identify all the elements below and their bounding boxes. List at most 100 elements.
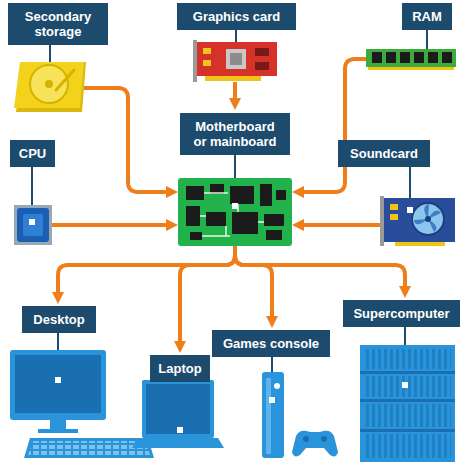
- monitor-screen: [15, 355, 101, 413]
- card-part: [255, 48, 269, 56]
- component-node: CPU: [14, 205, 52, 245]
- leader-dot: [407, 207, 413, 213]
- fan-hub: [425, 216, 431, 222]
- component-label: RAM: [402, 3, 452, 30]
- controller-button: [321, 436, 327, 442]
- cpu-pins: [14, 205, 52, 245]
- leader-dot: [269, 397, 275, 403]
- rack-divider: [360, 429, 455, 432]
- component-node: Secondary storage: [14, 62, 84, 114]
- card-fan: [412, 203, 444, 235]
- component-node: Games console: [212, 328, 342, 460]
- rack-unit: [364, 376, 451, 397]
- component-label: Games console: [212, 330, 330, 357]
- fan-blades: [414, 204, 441, 232]
- cpu-body: [17, 208, 49, 242]
- component-label: Graphics card: [177, 3, 296, 30]
- card-pins: [205, 76, 261, 81]
- games-console: [262, 372, 338, 458]
- board-chip: [266, 230, 282, 240]
- card-bracket: [380, 196, 384, 246]
- laptop-computer: [132, 380, 224, 448]
- leader-dot: [232, 203, 238, 209]
- connector-arrow: [300, 223, 380, 227]
- connector-arrow: [58, 246, 235, 296]
- component-node: Soundcard: [380, 196, 456, 246]
- board-chip: [260, 184, 272, 206]
- card-part: [203, 60, 211, 66]
- card-part: [390, 214, 398, 220]
- rack-unit: [364, 434, 451, 458]
- ram-chip: [442, 52, 452, 63]
- board-chip: [186, 186, 204, 200]
- board-chip: [230, 186, 254, 204]
- rack-unit: [364, 349, 451, 369]
- card-part: [203, 48, 211, 54]
- sound-card: [380, 196, 455, 246]
- card-part: [255, 62, 269, 70]
- card-board: [193, 42, 277, 76]
- board-chip: [186, 206, 200, 226]
- rack-divider: [360, 399, 455, 402]
- component-label: Supercomputer: [343, 300, 460, 327]
- card-bracket: [193, 40, 197, 82]
- connector-arrow: [235, 246, 272, 320]
- rack-divider: [360, 371, 455, 374]
- component-node: Motherboard or mainboard: [178, 110, 292, 246]
- rack-unit: [364, 404, 451, 427]
- leader-dot: [55, 377, 61, 383]
- component-node: Graphics card: [193, 40, 277, 82]
- ram-chip: [414, 52, 424, 63]
- component-label: Soundcard: [338, 140, 430, 167]
- component-node: RAM: [366, 48, 456, 70]
- hard-drive: [14, 62, 86, 112]
- component-node: Desktop: [8, 304, 152, 460]
- drive-body: [14, 62, 84, 108]
- console-stripe: [266, 378, 271, 454]
- laptop-base: [132, 438, 224, 448]
- controller-stick: [303, 436, 309, 442]
- ram-chip: [400, 52, 410, 63]
- board-chip: [264, 214, 284, 226]
- component-label: Secondary storage: [8, 3, 108, 45]
- component-label: CPU: [10, 140, 55, 167]
- component-label: Motherboard or mainboard: [180, 113, 290, 155]
- monitor-base: [38, 429, 78, 433]
- cpu-chip: [14, 205, 52, 245]
- board-traces: [200, 193, 264, 236]
- console-button: [274, 383, 280, 389]
- keyboard-keys: [28, 441, 150, 455]
- console-tower: [262, 372, 284, 458]
- drive-hub: [45, 80, 53, 88]
- ram-chip: [372, 52, 382, 63]
- leader-dot: [177, 427, 183, 433]
- component-node: Laptop: [134, 353, 222, 450]
- motherboard: [178, 178, 292, 246]
- gpu-chip: [226, 49, 246, 69]
- ram-pins: [368, 67, 454, 70]
- rack: [360, 345, 455, 462]
- supercomputer: [360, 345, 455, 462]
- gpu-core: [230, 53, 242, 65]
- connector-arrow: [300, 59, 366, 192]
- drive-arm: [56, 70, 74, 90]
- card-pins: [395, 242, 445, 246]
- laptop-lid: [142, 380, 214, 438]
- connector-arrow: [235, 246, 405, 290]
- card-part: [390, 204, 398, 210]
- ram-chip: [428, 52, 438, 63]
- component-label: Laptop: [150, 355, 210, 382]
- ram-stick: [366, 49, 456, 70]
- board-chip: [232, 212, 258, 234]
- cpu-die: [23, 214, 43, 236]
- monitor-stand: [50, 420, 66, 430]
- board-chip: [206, 212, 226, 226]
- connector-arrow: [233, 82, 237, 102]
- controller: [292, 431, 338, 457]
- monitor: [10, 350, 106, 420]
- connector-arrow: [52, 223, 170, 227]
- board: [178, 178, 292, 246]
- ram-board: [366, 49, 456, 67]
- card-board: [383, 198, 455, 242]
- component-node: Supercomputer: [343, 298, 460, 462]
